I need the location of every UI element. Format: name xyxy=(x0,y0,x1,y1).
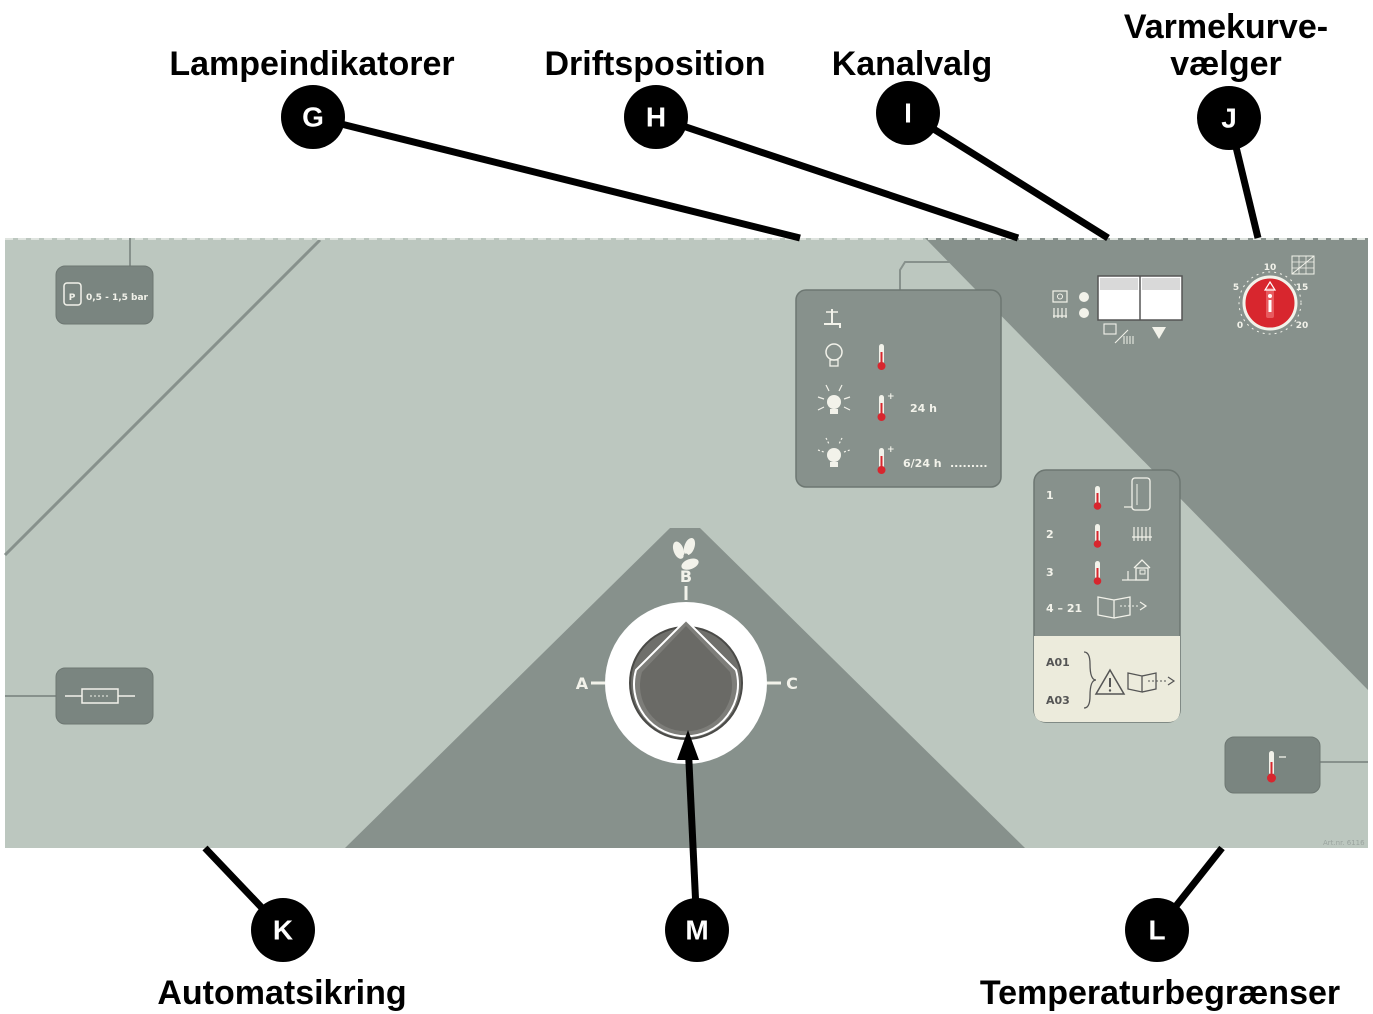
channel-list-panel: 1 2 3 xyxy=(1033,469,1181,723)
dial-tick-10: 10 xyxy=(1264,263,1277,273)
heat-curve-dial[interactable]: 0 5 10 15 20 xyxy=(1233,255,1315,335)
channel-item-1: 1 xyxy=(1046,489,1054,502)
down-arrow-icon[interactable] xyxy=(1152,327,1166,339)
position-c-label: C xyxy=(786,674,798,693)
boiler-icon xyxy=(1052,290,1068,303)
svg-text:M: M xyxy=(685,915,708,946)
dial-tick-20: 20 xyxy=(1296,321,1309,331)
label-lampeindikatorer: Lampeindikatorer xyxy=(169,45,454,83)
label-automatsikring: Automatsikring xyxy=(157,974,406,1012)
manual-book-icon xyxy=(1097,596,1148,619)
label-temperaturbegraenser: Temperaturbegrænser xyxy=(980,974,1340,1012)
channel-item-2: 2 xyxy=(1046,528,1054,541)
svg-text:I: I xyxy=(904,98,912,129)
outdoor-sensor-icon xyxy=(1122,559,1151,581)
alarm-a03: A03 xyxy=(1046,694,1070,707)
marker-i: I xyxy=(876,81,940,145)
boiler-icon-small xyxy=(1103,323,1117,335)
thermometer-plus-icon: + xyxy=(877,392,895,421)
marker-h: H xyxy=(624,85,688,149)
lamp-dots: ......... xyxy=(950,457,988,470)
fan-icon xyxy=(672,537,699,570)
mode-led-1 xyxy=(1079,292,1089,302)
warning-icon xyxy=(1094,668,1126,695)
svg-text:L: L xyxy=(1148,915,1165,946)
lamp-24h-label: 24 h xyxy=(910,402,937,415)
lamp-flashing-icon xyxy=(817,437,851,467)
circuit-breaker[interactable] xyxy=(5,667,154,725)
pressure-range-label: 0,5 - 1,5 bar xyxy=(86,293,149,303)
thermometer-icon xyxy=(877,344,886,370)
position-a-label: A xyxy=(576,674,589,693)
mode-knob[interactable]: B A C xyxy=(576,536,798,764)
lamp-on-icon xyxy=(817,384,851,414)
article-number: Art.nr. 6116 xyxy=(1323,839,1365,847)
lamp-6-24h-label: 6/24 h xyxy=(903,457,942,470)
pressure-gauge-icon xyxy=(63,282,82,306)
channel-item-3: 3 xyxy=(1046,566,1054,579)
temperature-limiter[interactable] xyxy=(1224,736,1368,794)
svg-text:H: H xyxy=(646,102,666,133)
label-vaelger: vælger xyxy=(1170,45,1282,83)
position-b-label: B xyxy=(680,567,692,586)
dial-tick-15: 15 xyxy=(1296,283,1309,293)
label-varmekurve: Varmekurve- xyxy=(1124,8,1328,46)
svg-text:G: G xyxy=(302,102,324,133)
svg-text:K: K xyxy=(273,915,293,946)
radiator-icon-ch2 xyxy=(1132,527,1152,541)
thermometer-plus-icon-2: + xyxy=(877,445,895,474)
marker-k: K xyxy=(251,898,315,962)
channel-item-4-21: 4 – 21 xyxy=(1046,602,1082,615)
marker-g: G xyxy=(281,85,345,149)
info-icon xyxy=(1268,300,1272,312)
manual-book-icon-alarm xyxy=(1127,672,1176,693)
label-driftsposition: Driftsposition xyxy=(545,45,766,83)
svg-text:+: + xyxy=(887,392,895,402)
radiator-icon-small xyxy=(1123,336,1134,344)
thermometer-icon-ch2 xyxy=(1093,524,1102,548)
pressure-symbol: P xyxy=(69,293,76,303)
alarm-a01: A01 xyxy=(1046,656,1070,669)
mode-led-2 xyxy=(1079,308,1089,318)
thermometer-reset-icon xyxy=(1267,751,1286,783)
svg-text:+: + xyxy=(887,445,895,455)
marker-m: M xyxy=(665,898,729,962)
brace-icon xyxy=(1083,651,1097,709)
thermometer-icon-ch3 xyxy=(1093,561,1102,585)
thermometer-icon-ch1 xyxy=(1093,486,1102,510)
heat-curve-grid-icon xyxy=(1291,255,1315,275)
label-kanalvalg: Kanalvalg xyxy=(832,45,993,83)
hot-water-tank-icon xyxy=(1124,477,1151,511)
lamp-off-icon xyxy=(825,343,843,367)
lamp-indicator-panel: + 24 h + 6/24 h ......... xyxy=(795,238,1161,488)
marker-l: L xyxy=(1125,898,1189,962)
marker-j: J xyxy=(1197,86,1261,150)
pressure-indicator: P 0,5 - 1,5 bar xyxy=(55,238,154,325)
radiator-icon xyxy=(1053,308,1067,318)
hot-water-tap-icon xyxy=(824,309,841,328)
channel-selector[interactable] xyxy=(1052,275,1183,470)
fuse-icon xyxy=(65,688,135,704)
svg-text:J: J xyxy=(1221,103,1237,134)
dial-tick-0: 0 xyxy=(1237,321,1243,331)
dial-tick-5: 5 xyxy=(1233,283,1239,293)
